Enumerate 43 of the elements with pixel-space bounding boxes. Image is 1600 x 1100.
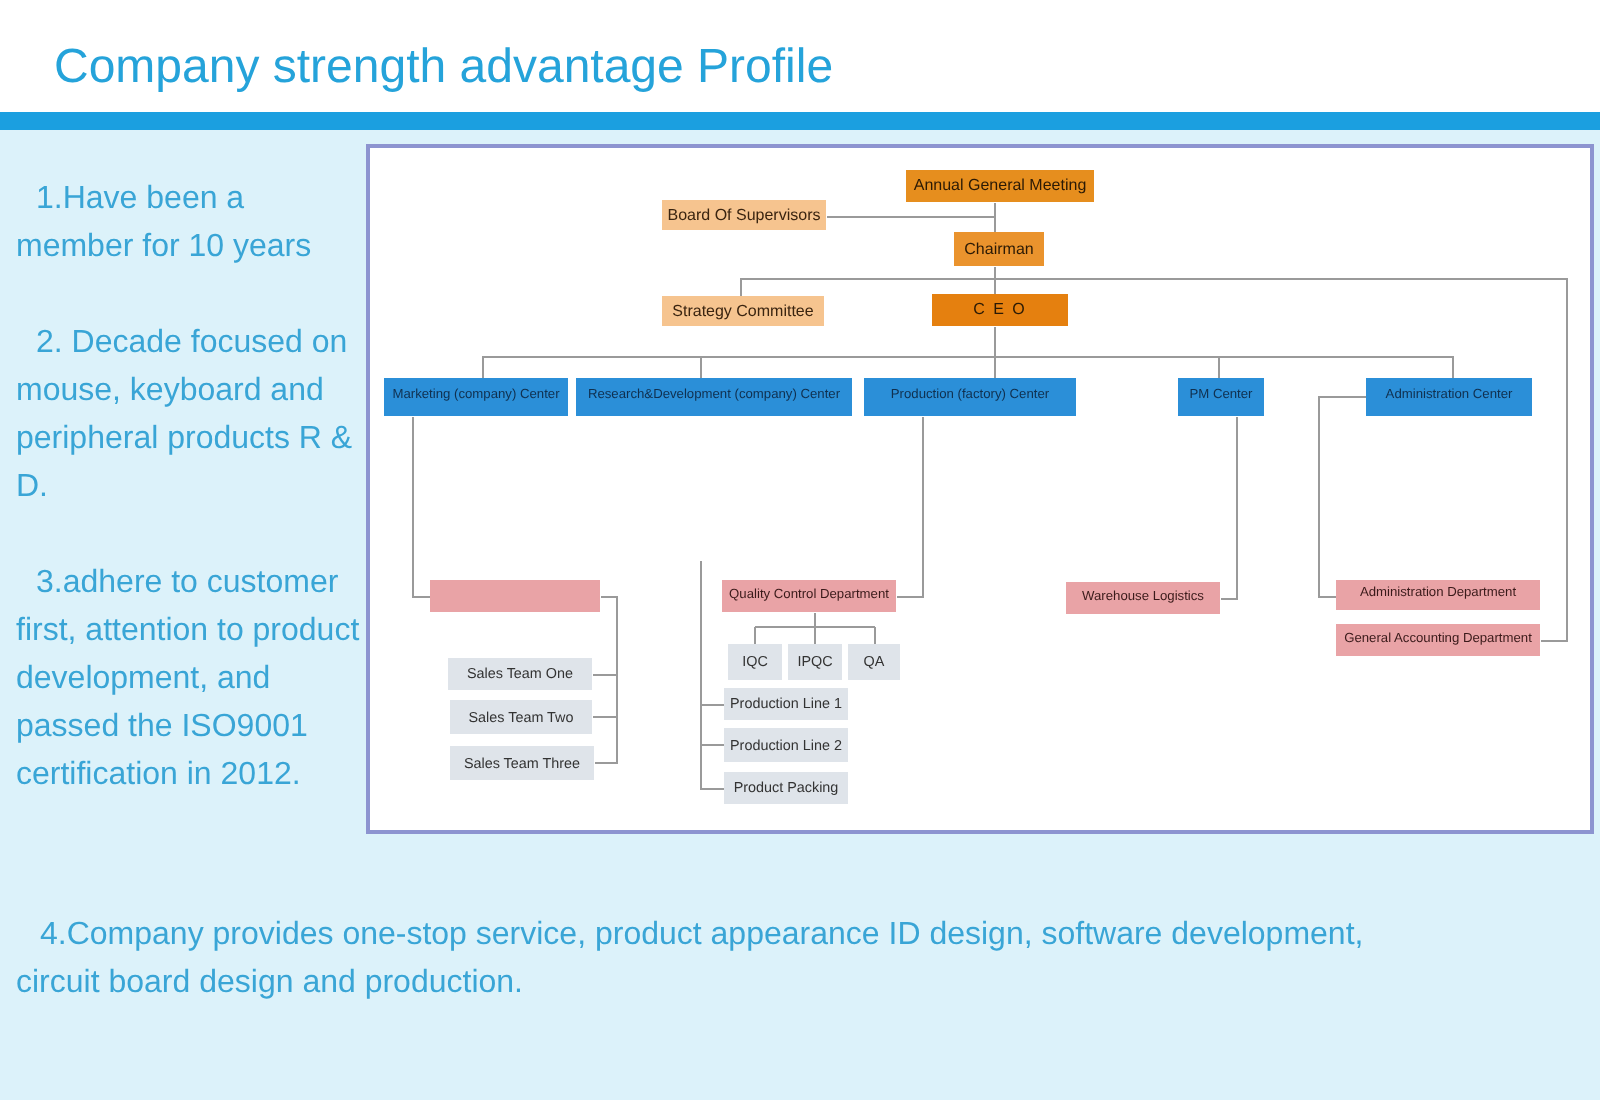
org-chart-box	[906, 170, 1094, 202]
page-title: Company strength advantage Profile	[54, 40, 834, 96]
connector-line	[594, 596, 618, 764]
node-label: C E O	[973, 302, 1027, 318]
org-chart-box	[724, 688, 848, 720]
org-chart-box	[722, 580, 896, 612]
connector-line	[412, 416, 432, 598]
org-chart-box	[848, 644, 900, 680]
org-chart-box	[576, 378, 852, 416]
connector-line	[994, 326, 1454, 380]
org-chart-box	[450, 700, 592, 734]
paragraph: 3.adhere to customer first, attention to product development, and passed the ISO9001 certification in 2012.	[16, 564, 360, 796]
org-chart-box	[932, 294, 1068, 326]
org-chart-box	[450, 746, 594, 780]
org-chart-box	[728, 644, 782, 680]
org-chart-box	[1366, 378, 1532, 416]
paragraph: 2. Decade focused on mouse, keyboard and peripheral products R & D.	[16, 324, 355, 508]
connector-line	[1318, 396, 1368, 598]
org-chart-box	[1178, 378, 1264, 416]
org-chart-box	[954, 232, 1044, 266]
org-chart-box	[448, 658, 592, 690]
node-label: Chairman	[964, 241, 1034, 257]
org-chart-box	[864, 378, 1076, 416]
connector-line	[1220, 416, 1238, 600]
paragraph: 1.Have been a member for 10 years	[16, 180, 314, 268]
node-label: Annual General Meeting	[913, 178, 1087, 194]
org-chart-box	[1336, 580, 1540, 610]
org-chart-box	[430, 580, 600, 612]
org-chart-box	[724, 728, 848, 762]
paragraph: 4.Company provides one-stop service, product appearance ID design, software development, circuit board design and production.	[16, 916, 1366, 1004]
org-chart-box	[724, 772, 848, 804]
org-chart-box	[662, 296, 824, 326]
connector-line	[826, 202, 996, 218]
node-label: Strategy Committee	[672, 303, 814, 319]
org-chart-box	[662, 200, 826, 230]
connector-line	[896, 416, 924, 598]
org-chart-box	[1336, 624, 1540, 656]
org-chart-box	[788, 644, 842, 680]
org-chart-box	[1066, 582, 1220, 614]
connector-line	[700, 560, 726, 790]
connector-line	[754, 612, 876, 646]
org-chart-box	[384, 378, 568, 416]
node-label: Board Of Supervisors	[667, 207, 821, 223]
